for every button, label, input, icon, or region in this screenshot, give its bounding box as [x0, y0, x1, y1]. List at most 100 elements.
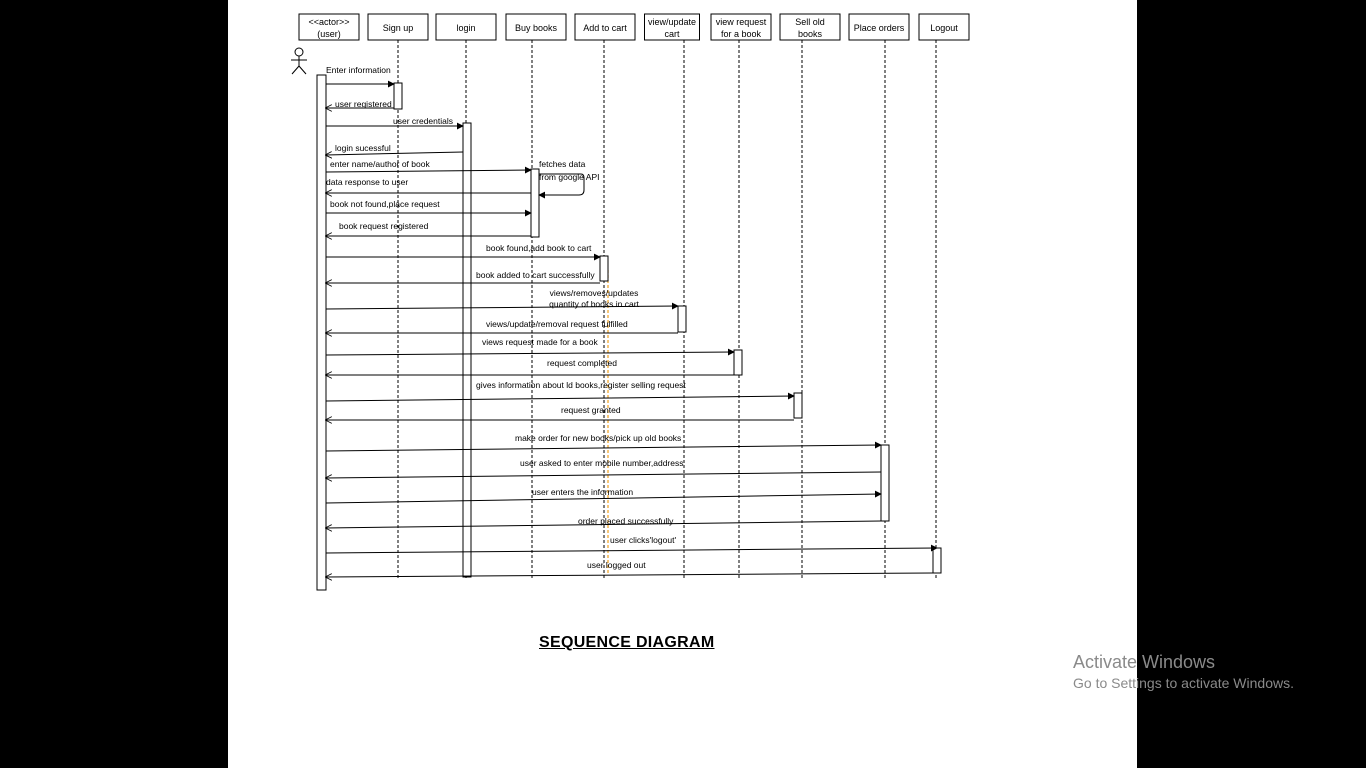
lifeline-header-label: Add to cart	[583, 23, 627, 33]
activation-bar	[677, 305, 687, 333]
lifeline-header-label: (user)	[317, 29, 341, 39]
message-arrow	[325, 392, 795, 402]
message-16: gives information about ld books,registe…	[325, 380, 795, 402]
lifeline-header-label: books	[798, 29, 823, 39]
document-page: <<actor>> (user) Sign up login Buy books Add …	[228, 0, 1137, 768]
activation-bar	[393, 82, 403, 110]
activate-windows-watermark: Activate Windows Go to Settings to activ…	[1073, 651, 1294, 693]
message-23: user logged out	[326, 560, 934, 577]
message-10: book found,add book to cart	[326, 243, 601, 261]
message-label: Enter information	[326, 65, 391, 75]
self-message-arrow	[538, 173, 585, 199]
return-message-arrow	[326, 471, 882, 478]
lifeline-header-box	[710, 13, 772, 41]
activation-bar	[793, 392, 803, 419]
message-label: data response to user	[326, 177, 408, 187]
message-arrow	[325, 302, 679, 310]
message-label: user clicks'logout'	[610, 535, 676, 545]
message-label: fetches data	[539, 159, 586, 169]
message-label: request completed	[547, 358, 617, 368]
lifeline-header-label: view/update	[648, 17, 696, 27]
lifeline-header-label: Sell old	[795, 17, 825, 27]
return-message-arrow	[326, 572, 934, 577]
message-9: book request registered	[326, 221, 531, 236]
message-label: order placed successfully	[578, 516, 674, 526]
lifeline-header-box	[779, 13, 841, 41]
message-label: book added to cart successfully	[476, 270, 595, 280]
lifeline-5: Add to cart	[574, 13, 636, 580]
lifeline-header-box	[848, 13, 910, 41]
message-2: user registered	[326, 99, 394, 109]
lifeline-header-label: Sign up	[383, 23, 414, 33]
lifeline-header-box	[298, 13, 360, 41]
message-label: request granted	[561, 405, 621, 415]
message-label: views/update/removal request fulfilled	[486, 319, 628, 329]
message-20: user enters the information	[325, 487, 882, 504]
lifeline-header-label: Buy books	[515, 23, 558, 33]
message-6: fetches data from google API	[538, 159, 599, 199]
message-label: user enters the information	[532, 487, 633, 497]
lifeline-8: Sell old books	[779, 13, 841, 580]
actor-stick-figure-icon	[291, 47, 307, 75]
lifeline-header-box	[435, 13, 497, 41]
message-label: gives information about ld books,registe…	[476, 380, 686, 390]
lifeline-header-box	[644, 13, 700, 41]
message-21: order placed successfully	[326, 516, 882, 528]
lifeline-header-box	[918, 13, 970, 41]
lifeline-10: Logout	[918, 13, 970, 580]
message-label: login sucessful	[335, 143, 391, 153]
message-label: book found,add book to cart	[486, 243, 592, 253]
lifeline-2: Sign up	[367, 13, 429, 580]
message-14: views request made for a book	[325, 337, 735, 356]
message-label: user logged out	[587, 560, 646, 570]
watermark-subtitle: Go to Settings to activate Windows.	[1073, 675, 1294, 691]
message-3: user credentials	[326, 116, 464, 130]
lifeline-header-box	[574, 13, 636, 41]
message-arrow	[325, 348, 735, 356]
activation-bar	[316, 74, 327, 591]
message-arrow	[325, 166, 532, 174]
lifeline-7: view request for a book	[710, 13, 772, 580]
message-label: views/removes/updates	[550, 288, 639, 298]
watermark-title: Activate Windows	[1073, 652, 1216, 672]
message-17: request granted	[326, 405, 794, 420]
message-15: request completed	[326, 358, 734, 375]
message-18: make order for new books/pick up old boo…	[325, 433, 882, 452]
return-message-arrow	[326, 520, 882, 528]
message-label: make order for new books/pick up old boo…	[515, 433, 681, 443]
lifeline-header-label: view request	[716, 17, 767, 27]
message-label: from google API	[539, 172, 599, 182]
lifeline-9: Place orders	[848, 13, 910, 580]
message-label: user asked to enter mobile number,addres…	[520, 458, 683, 468]
message-label: enter name/author of book	[330, 159, 430, 169]
lifeline-header-label: cart	[664, 29, 680, 39]
message-label: book not found,place request	[330, 199, 440, 209]
message-5: enter name/author of book	[325, 159, 532, 174]
message-19: user asked to enter mobile number,addres…	[326, 458, 882, 478]
message-1: Enter information	[326, 65, 395, 88]
activation-bar	[530, 168, 540, 238]
activation-bar	[733, 349, 743, 376]
activation-bar	[880, 444, 890, 522]
lifeline-header-label: login	[456, 23, 475, 33]
message-4: login sucessful	[326, 143, 464, 155]
message-label: user credentials	[393, 116, 453, 126]
message-label: views request made for a book	[482, 337, 599, 347]
message-11: book added to cart successfully	[326, 270, 600, 283]
activation-bar	[599, 255, 609, 282]
lifeline-header-label: <<actor>>	[308, 17, 349, 27]
message-7: data response to user	[326, 177, 531, 193]
lifeline-header-label: Logout	[930, 23, 958, 33]
message-label: book request registered	[339, 221, 429, 231]
message-13: views/update/removal request fulfilled	[326, 319, 678, 333]
return-message-arrow	[326, 152, 464, 155]
message-label: user registered	[335, 99, 392, 109]
lifeline-6: view/update cart	[644, 13, 700, 580]
diagram-title: SEQUENCE DIAGRAM	[539, 634, 715, 651]
lifeline-header-label: for a book	[721, 29, 762, 39]
message-8: book not found,place request	[326, 199, 532, 217]
message-label: quantity of books in cart	[549, 299, 639, 309]
activation-bar	[462, 122, 472, 578]
message-arrow	[325, 441, 882, 452]
